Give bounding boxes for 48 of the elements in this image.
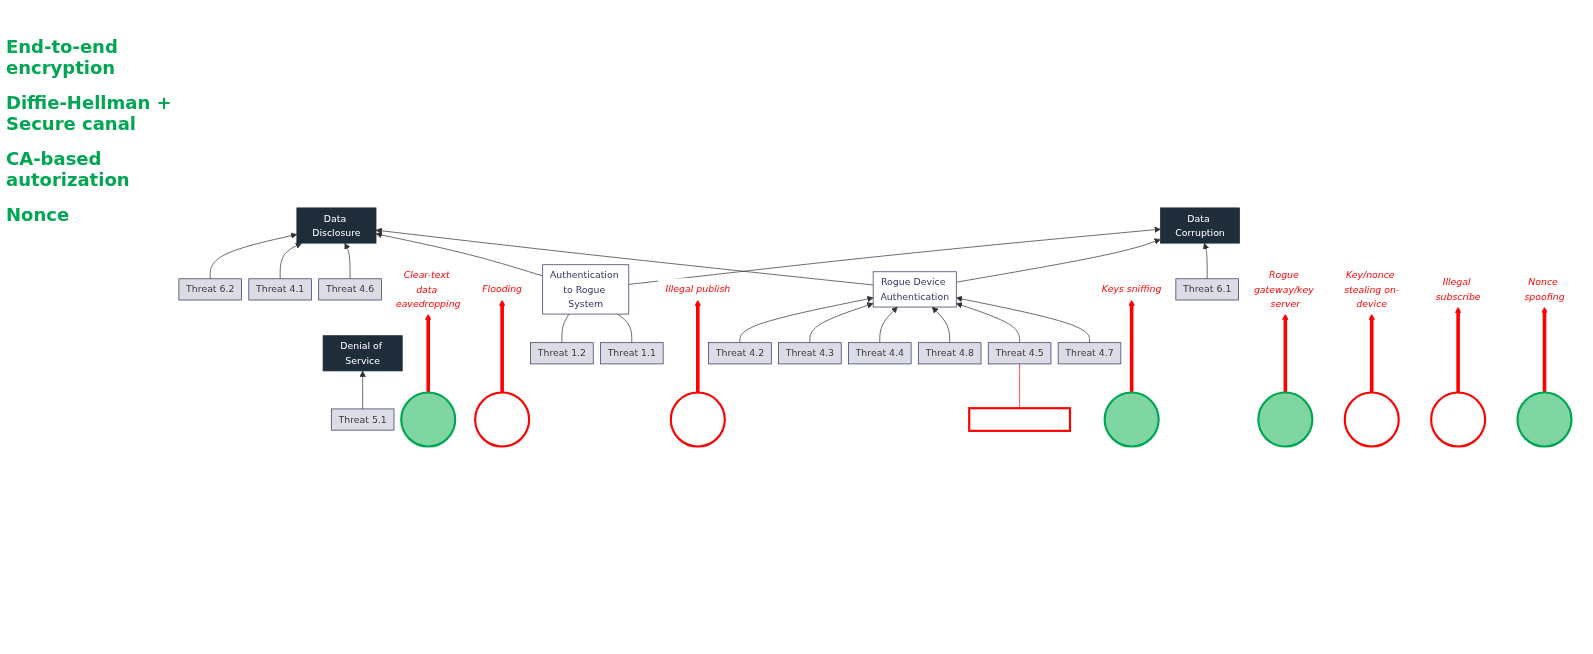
- node-circle: [400, 391, 457, 448]
- node-circle: [474, 391, 531, 448]
- node-text: Flooding: [482, 283, 523, 295]
- mitigation-note: Nonce: [6, 204, 71, 225]
- node-circle: [1343, 391, 1400, 448]
- arrow: [694, 299, 701, 393]
- node-box: Authentication to Rogue System: [542, 264, 630, 315]
- connector: [561, 313, 570, 343]
- arrow: [1454, 306, 1462, 393]
- node-circle: [1257, 391, 1314, 448]
- node-box: Rogue Device Authentication: [872, 271, 957, 308]
- node-box: Denial of Service: [322, 335, 403, 372]
- node-box: Threat 4.6: [318, 278, 382, 301]
- arrow: [1541, 306, 1548, 393]
- node-text: Clear-text data eavedropping: [395, 269, 461, 309]
- mitigation-note: Diffie-Hellman + Secure canal: [6, 92, 173, 134]
- mitigation-note: End-to-end encryption: [6, 36, 119, 78]
- node-text: Illegal subscribe: [1435, 276, 1481, 302]
- node-box: Threat 4.1: [248, 278, 312, 301]
- arrow: [1128, 299, 1135, 393]
- mitigation-note: CA-based autorization: [6, 148, 131, 190]
- node-box: Threat 4.5: [987, 342, 1052, 365]
- node-box: Threat 5.1: [330, 408, 395, 431]
- node-box: Threat 4.3: [778, 342, 842, 365]
- node-circle: [1516, 391, 1573, 448]
- node-box: Data Corruption: [1160, 207, 1240, 244]
- node-box: Threat 4.2: [708, 342, 772, 365]
- node-box: [968, 406, 1072, 432]
- node-text: Rogue gateway/key server: [1253, 269, 1314, 309]
- arrow: [1368, 313, 1375, 393]
- connector: [617, 313, 633, 343]
- node-circle: [1103, 391, 1160, 448]
- node-box: Data Disclosure: [296, 207, 377, 244]
- node-box: Threat 1.1: [600, 342, 664, 365]
- node-box: Threat 4.4: [848, 342, 912, 365]
- node-text: Key/nonce stealing on-device: [1344, 269, 1400, 309]
- arrow: [425, 313, 432, 393]
- node-text: Keys sniffing: [1101, 283, 1162, 295]
- arrow: [1282, 313, 1289, 393]
- node-circle: [1430, 391, 1487, 448]
- node-box: Threat 4.8: [917, 342, 982, 365]
- node-text: Nonce spoofing: [1524, 276, 1565, 302]
- node-box: Threat 4.7: [1057, 342, 1122, 365]
- node-box: Threat 6.1: [1175, 278, 1239, 301]
- arrow: [498, 299, 506, 393]
- node-box: Threat 6.2: [178, 278, 242, 301]
- node-circle: [669, 391, 726, 448]
- node-box: Threat 1.2: [530, 342, 594, 365]
